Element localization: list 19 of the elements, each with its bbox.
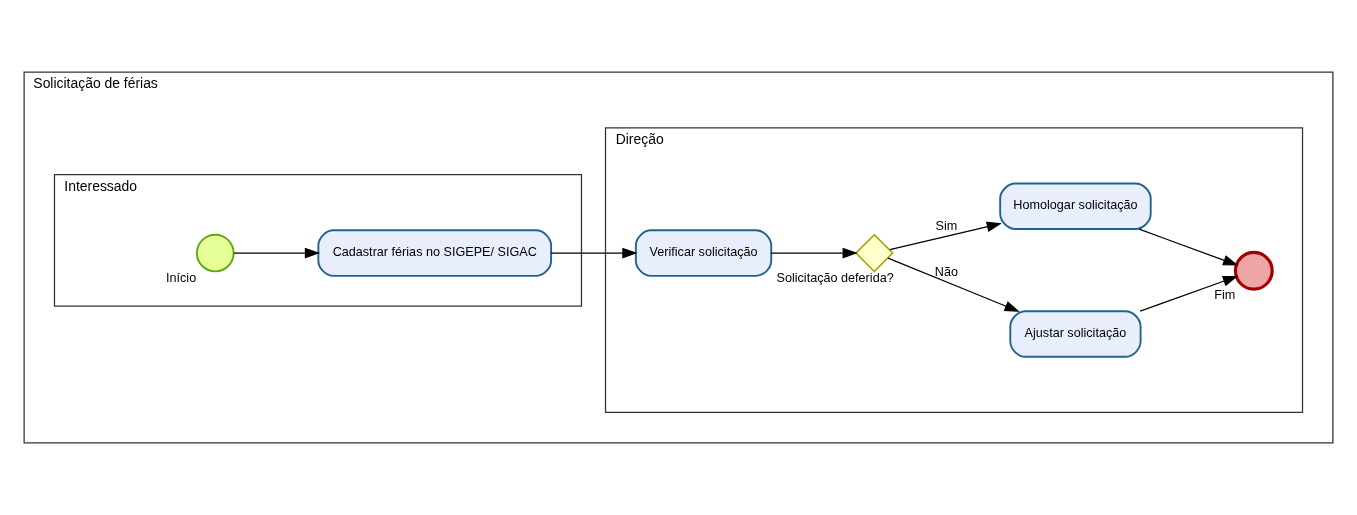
node-circle [1233, 250, 1274, 291]
arrow [889, 221, 1002, 251]
arrow [1138, 228, 1239, 266]
arrow [550, 247, 638, 259]
node-diamond [854, 233, 894, 273]
arrow [1139, 276, 1239, 312]
node-label: Início [166, 270, 197, 285]
node-box: Ajustar solicitação [1009, 310, 1142, 358]
node-box: Homologar solicitação [999, 182, 1152, 230]
node-box: Cadastrar férias no SIGEPE/ SIGAC [317, 229, 553, 277]
edge-label: Não [934, 264, 959, 279]
arrow [770, 247, 858, 259]
node-label: Solicitação deferida? [776, 270, 894, 285]
edge-label: Sim [935, 219, 958, 234]
node-circle [195, 233, 235, 273]
node-box: Verificar solicitação [634, 229, 773, 277]
arrow [233, 247, 320, 259]
node-label: Fim [1214, 288, 1236, 303]
arrow [887, 257, 1020, 312]
